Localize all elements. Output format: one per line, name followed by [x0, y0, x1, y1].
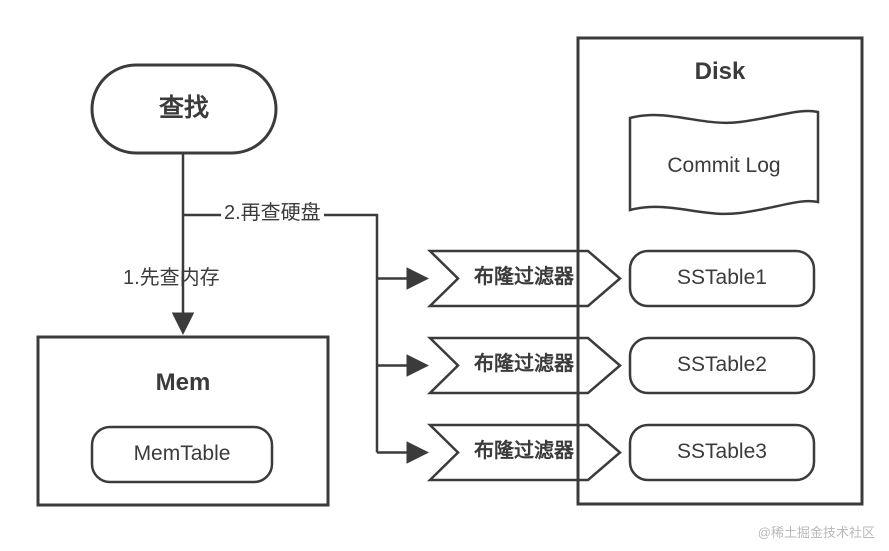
sstable3-label: SSTable3 — [677, 440, 767, 463]
edge-label-step-1: 1.先查内存 — [123, 267, 220, 289]
memtable-label: MemTable — [133, 442, 231, 465]
query-node-label: 查找 — [158, 94, 209, 122]
bloom-filter-2-shape — [426, 336, 622, 395]
commit-log-shape — [628, 109, 820, 216]
memtable-shape — [90, 425, 274, 484]
bloom-filter-1-shape — [426, 249, 622, 308]
watermark: @稀土掘金技术社区 — [757, 525, 875, 540]
bloom-filter-1-label: 布隆过滤器 — [474, 266, 574, 288]
sstable2-label: SSTable2 — [677, 353, 767, 376]
bloom-filter-3-label: 布隆过滤器 — [474, 440, 574, 462]
edge-label-step-2: 2.再查硬盘 — [221, 203, 324, 223]
sstable3-shape — [628, 423, 816, 482]
disk-title: Disk — [694, 58, 746, 85]
commit-log-label: Commit Log — [667, 154, 781, 177]
bloom-filter-3-shape — [426, 423, 622, 482]
bloom-filter-2-label: 布隆过滤器 — [474, 353, 574, 375]
disk-container — [576, 36, 864, 506]
mem-group-label: Mem — [155, 369, 211, 396]
edge-query-to-disk-trunk — [183, 213, 379, 453]
sstable1-label: SSTable1 — [677, 266, 767, 289]
sstable1-shape — [628, 249, 816, 308]
sstable2-shape — [628, 336, 816, 395]
mem-group-shape — [36, 335, 330, 507]
